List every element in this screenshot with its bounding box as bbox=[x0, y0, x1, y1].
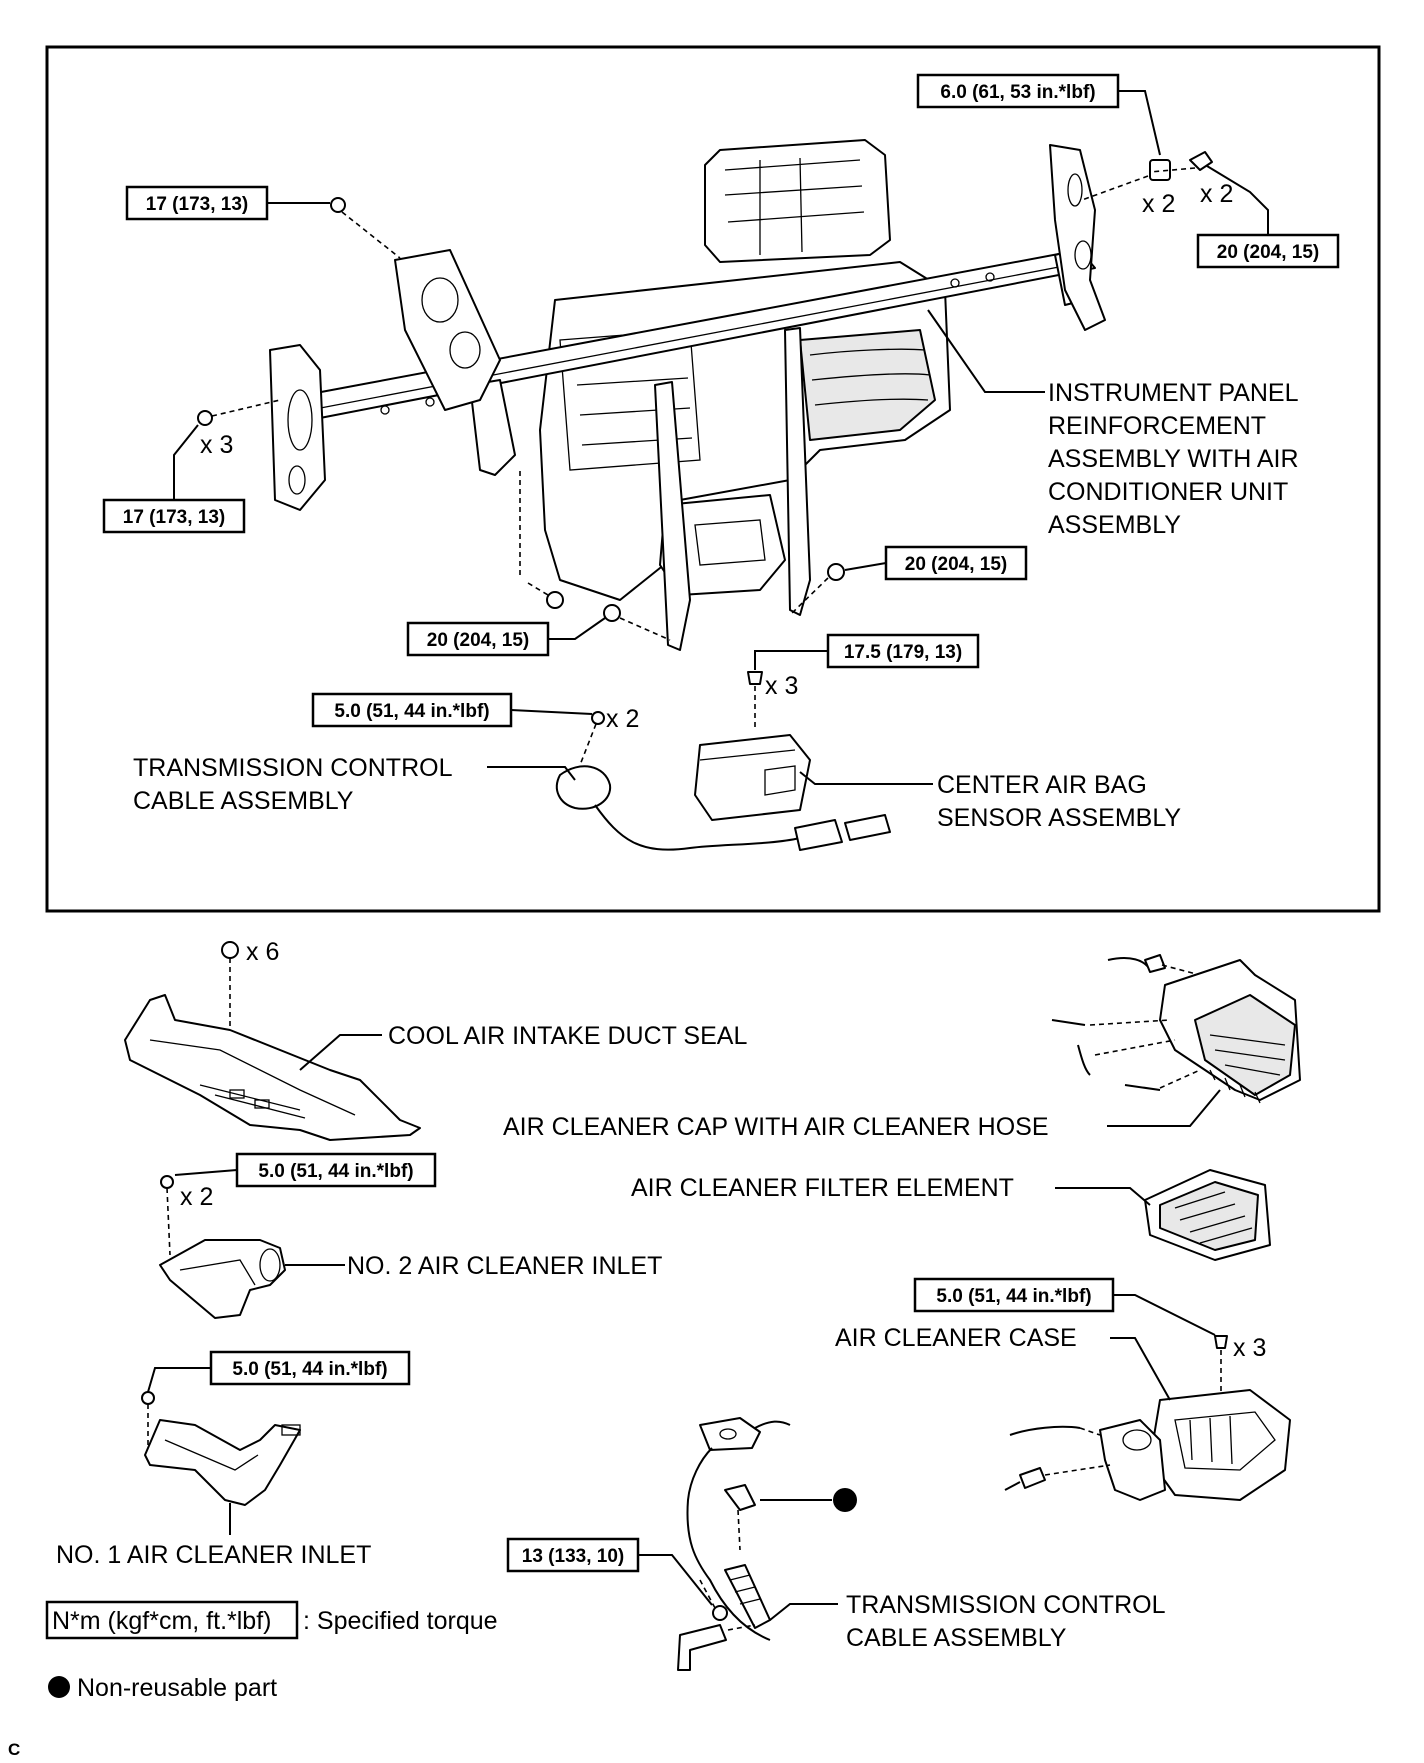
center-airbag-sensor-illustration bbox=[694, 734, 811, 821]
bolt-icon bbox=[827, 563, 845, 581]
torque-legend: N*m (kgf*cm, ft.*lbf) : Specified torque bbox=[45, 1600, 498, 1640]
bolt-icon bbox=[160, 1175, 174, 1189]
bolt-icon bbox=[546, 591, 564, 609]
torque-label-9: 5.0 (51, 44 in.*lbf) bbox=[174, 1152, 437, 1188]
torque-label-7: 17.5 (179, 13) bbox=[754, 633, 980, 670]
svg-text:ASSEMBLY: ASSEMBLY bbox=[1048, 511, 1181, 539]
quantity-label: x 3 bbox=[1233, 1334, 1266, 1362]
torque-label-6: 20 (204, 15) bbox=[406, 617, 606, 657]
air-cleaner-cap-illustration bbox=[1051, 954, 1301, 1104]
no1-inlet-illustration bbox=[141, 1391, 301, 1506]
torque-label-2: 17 (173, 13) bbox=[125, 185, 330, 221]
quantity-label: x 2 bbox=[180, 1183, 213, 1211]
cool-air-seal-label: COOL AIR INTAKE DUCT SEAL bbox=[299, 1022, 747, 1071]
torque-label-8: 5.0 (51, 44 in.*lbf) bbox=[311, 692, 593, 728]
clip-icon bbox=[221, 941, 239, 959]
svg-text:20 (204, 15): 20 (204, 15) bbox=[427, 630, 529, 651]
svg-text:17 (173, 13): 17 (173, 13) bbox=[146, 194, 248, 215]
bolt-icon bbox=[591, 711, 605, 725]
bolt-icon bbox=[330, 197, 346, 213]
svg-text:AIR CLEANER CAP WITH AIR CLEAN: AIR CLEANER CAP WITH AIR CLEANER HOSE bbox=[503, 1113, 1049, 1141]
svg-text:INSTRUMENT PANEL: INSTRUMENT PANEL bbox=[1048, 379, 1299, 407]
ip-reinforcement-illustration bbox=[269, 139, 1106, 651]
nonreusable-dot-icon bbox=[48, 1676, 70, 1698]
bolt-icon bbox=[1189, 151, 1213, 171]
svg-text:REINFORCEMENT: REINFORCEMENT bbox=[1048, 412, 1266, 440]
torque-label-5: 20 (204, 15) bbox=[844, 545, 1028, 581]
svg-text:COOL AIR INTAKE DUCT SEAL: COOL AIR INTAKE DUCT SEAL bbox=[388, 1022, 747, 1050]
svg-text:CABLE ASSEMBLY: CABLE ASSEMBLY bbox=[846, 1624, 1067, 1652]
torque-label-1: 6.0 (61, 53 in.*lbf) bbox=[916, 73, 1161, 156]
bolt-icon bbox=[1214, 1335, 1228, 1349]
svg-text:5.0 (51, 44 in.*lbf): 5.0 (51, 44 in.*lbf) bbox=[936, 1286, 1091, 1307]
svg-text:20 (204, 15): 20 (204, 15) bbox=[1217, 242, 1319, 263]
torque-label-12: 13 (133, 10) bbox=[506, 1537, 713, 1606]
svg-text:5.0 (51, 44 in.*lbf): 5.0 (51, 44 in.*lbf) bbox=[258, 1161, 413, 1182]
air-cleaner-cap-label: AIR CLEANER CAP WITH AIR CLEANER HOSE bbox=[503, 1089, 1221, 1141]
quantity-label: x 2 bbox=[1142, 190, 1175, 218]
torque-label-11: 5.0 (51, 44 in.*lbf) bbox=[147, 1350, 411, 1393]
svg-text:5.0 (51, 44 in.*lbf): 5.0 (51, 44 in.*lbf) bbox=[334, 701, 489, 722]
svg-text:AIR CLEANER FILTER ELEMENT: AIR CLEANER FILTER ELEMENT bbox=[631, 1174, 1014, 1202]
quantity-label: x 3 bbox=[765, 672, 798, 700]
air-cleaner-case-label: AIR CLEANER CASE bbox=[835, 1324, 1171, 1401]
ip-reinforcement-label: INSTRUMENT PANEL REINFORCEMENT ASSEMBLY … bbox=[927, 309, 1299, 539]
corner-code: C bbox=[8, 1740, 20, 1759]
svg-text:CABLE ASSEMBLY: CABLE ASSEMBLY bbox=[133, 787, 354, 815]
svg-text:N*m (kgf*cm, ft.*lbf): N*m (kgf*cm, ft.*lbf) bbox=[52, 1607, 271, 1635]
svg-text:TRANSMISSION CONTROL: TRANSMISSION CONTROL bbox=[133, 754, 453, 782]
cool-air-seal-illustration bbox=[124, 941, 421, 1141]
no2-inlet-illustration bbox=[159, 1175, 286, 1319]
svg-text:ASSEMBLY WITH AIR: ASSEMBLY WITH AIR bbox=[1048, 445, 1299, 473]
svg-text:CENTER AIR BAG: CENTER AIR BAG bbox=[937, 771, 1147, 799]
quantity-label: x 2 bbox=[606, 705, 639, 733]
svg-text:NO. 2 AIR CLEANER INLET: NO. 2 AIR CLEANER INLET bbox=[347, 1252, 662, 1280]
svg-text:: Specified torque: : Specified torque bbox=[303, 1607, 498, 1635]
torque-label-4: 17 (173, 13) bbox=[102, 424, 246, 534]
svg-text:17.5 (179, 13): 17.5 (179, 13) bbox=[844, 642, 962, 663]
svg-text:TRANSMISSION CONTROL: TRANSMISSION CONTROL bbox=[846, 1591, 1166, 1619]
torque-label-3: 20 (204, 15) bbox=[1196, 165, 1340, 269]
nonreusable-dot-icon bbox=[833, 1488, 857, 1512]
svg-text:6.0 (61, 53 in.*lbf): 6.0 (61, 53 in.*lbf) bbox=[940, 82, 1095, 103]
svg-text:Non-reusable part: Non-reusable part bbox=[77, 1674, 277, 1702]
bolt-icon bbox=[141, 1391, 155, 1405]
upper-frame bbox=[45, 45, 1381, 913]
trans-cable-upper-label: TRANSMISSION CONTROL CABLE ASSEMBLY bbox=[133, 754, 576, 815]
air-cleaner-case-illustration bbox=[1004, 1335, 1291, 1501]
bolt-icon bbox=[603, 604, 621, 622]
trans-cable-lower-label: TRANSMISSION CONTROL CABLE ASSEMBLY bbox=[769, 1591, 1166, 1652]
svg-text:SENSOR ASSEMBLY: SENSOR ASSEMBLY bbox=[937, 804, 1181, 832]
center-airbag-label: CENTER AIR BAG SENSOR ASSEMBLY bbox=[799, 771, 1181, 832]
svg-text:20 (204, 15): 20 (204, 15) bbox=[905, 554, 1007, 575]
nonreusable-marker bbox=[760, 1488, 857, 1512]
trans-cable-lower-illustration bbox=[677, 1417, 791, 1671]
svg-text:NO. 1 AIR CLEANER INLET: NO. 1 AIR CLEANER INLET bbox=[56, 1541, 371, 1569]
air-filter-label: AIR CLEANER FILTER ELEMENT bbox=[631, 1174, 1151, 1206]
svg-text:AIR CLEANER CASE: AIR CLEANER CASE bbox=[835, 1324, 1077, 1352]
trans-cable-upper-illustration bbox=[555, 765, 891, 851]
svg-text:17 (173, 13): 17 (173, 13) bbox=[123, 507, 225, 528]
no1-inlet-label: NO. 1 AIR CLEANER INLET bbox=[56, 1503, 371, 1569]
quantity-label: x 2 bbox=[1200, 180, 1233, 208]
no2-inlet-label: NO. 2 AIR CLEANER INLET bbox=[285, 1252, 662, 1280]
torque-label-10: 5.0 (51, 44 in.*lbf) bbox=[913, 1277, 1216, 1336]
svg-text:5.0 (51, 44 in.*lbf): 5.0 (51, 44 in.*lbf) bbox=[232, 1359, 387, 1380]
bolt-icon bbox=[747, 671, 763, 685]
fasteners-upper bbox=[197, 151, 1213, 766]
bolt-icon bbox=[712, 1605, 728, 1621]
svg-text:13 (133, 10): 13 (133, 10) bbox=[522, 1546, 624, 1567]
bolt-icon bbox=[197, 410, 213, 426]
quantity-label: x 3 bbox=[200, 431, 233, 459]
quantity-label: x 6 bbox=[246, 938, 279, 966]
air-filter-illustration bbox=[1144, 1169, 1271, 1261]
svg-text:CONDITIONER UNIT: CONDITIONER UNIT bbox=[1048, 478, 1288, 506]
nut-icon bbox=[1149, 159, 1171, 181]
nonreusable-legend: Non-reusable part bbox=[48, 1674, 277, 1702]
